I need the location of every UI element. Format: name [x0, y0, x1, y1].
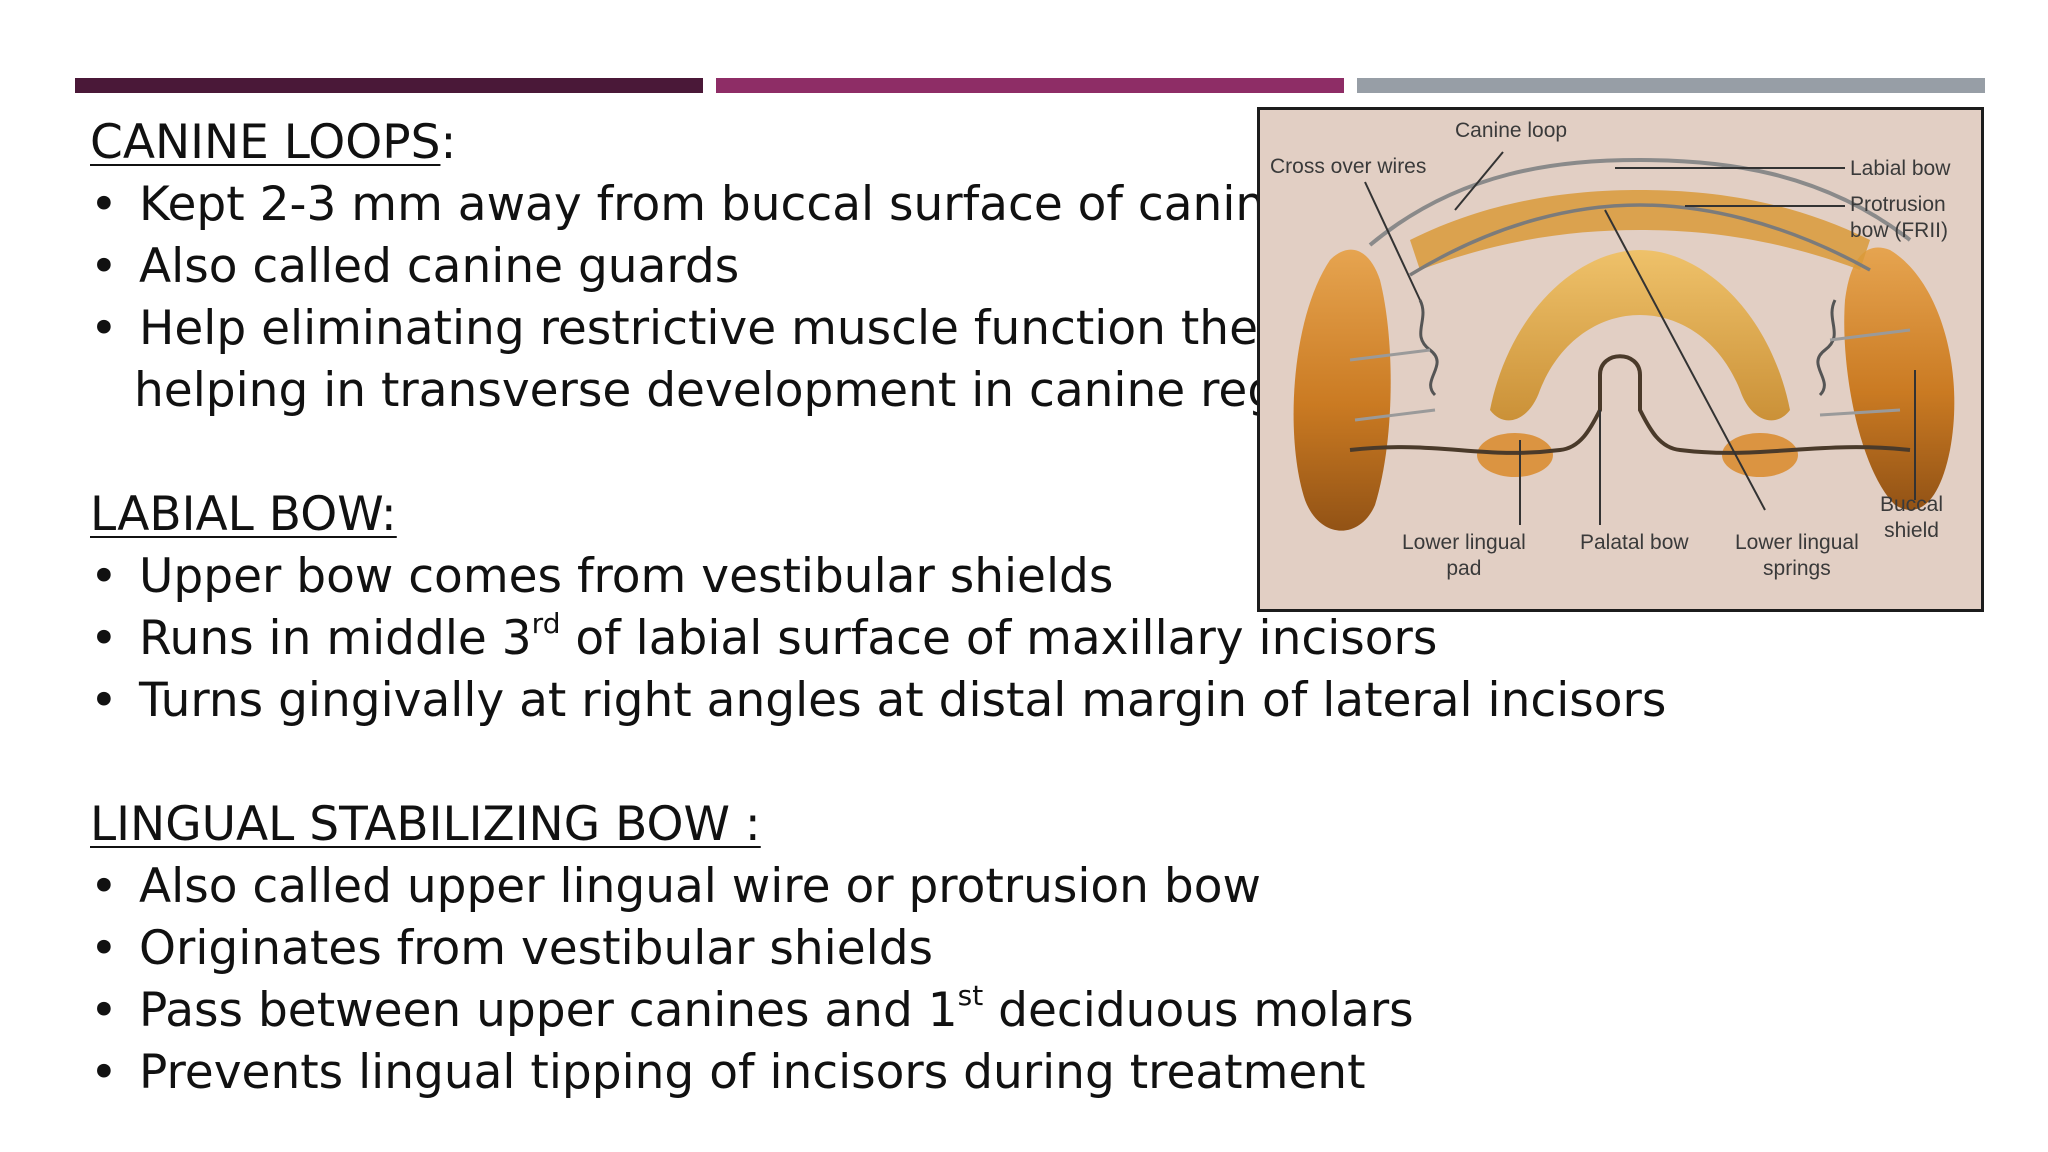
list-item: Originates from vestibular shields	[90, 918, 1650, 980]
heading-lingual-stabilizing-bow: LINGUAL STABILIZING BOW :	[90, 797, 761, 852]
list-item: Upper bow comes from vestibular shields	[90, 546, 1650, 608]
slide-content: CANINE LOOPS: Kept 2-3 mm away from bucc…	[90, 112, 1666, 1104]
palatal-acrylic	[1490, 250, 1790, 421]
label-palatal-bow: Palatal bow	[1580, 531, 1689, 554]
list-item: Also called upper lingual wire or protru…	[90, 856, 1650, 918]
palatal-bow-wire	[1349, 354, 1911, 455]
right-canine-loop-wire	[1816, 299, 1837, 397]
right-lower-lingual-pad	[1722, 433, 1798, 477]
appliance-illustration	[1293, 151, 1955, 531]
canine-loops-list: Kept 2-3 mm away from buccal surface of …	[90, 174, 1650, 360]
decorative-bar-magenta	[716, 78, 1344, 93]
protrusion-bow-wire	[1409, 203, 1871, 277]
label-lower-lingual-springs: Lower lingual springs	[1735, 531, 1859, 580]
labial-bow-list: Upper bow comes from vestibular shields …	[90, 546, 1666, 732]
decorative-bar-gray	[1357, 78, 1985, 93]
list-item: Prevents lingual tipping of incisors dur…	[90, 1042, 1650, 1104]
label-buccal-shield: Buccal shield	[1880, 493, 1944, 542]
list-item: Also called canine guards	[90, 236, 1650, 298]
heading-canine-loops: CANINE LOOPS:	[90, 115, 457, 170]
upper-acrylic-band	[1410, 190, 1870, 270]
left-canine-loop-wire	[1418, 299, 1439, 397]
label-canine-loop: Canine loop	[1455, 119, 1568, 142]
list-item-continuation: helping in transverse development in can…	[134, 363, 1349, 418]
label-lower-lingual-pad: Lower lingual pad	[1402, 531, 1526, 580]
heading-labial-bow: LABIAL BOW:	[90, 487, 397, 542]
left-lower-lingual-pad	[1477, 433, 1553, 477]
labial-bow-wire	[1368, 157, 1912, 247]
lingual-bow-list: Also called upper lingual wire or protru…	[90, 856, 1650, 1104]
label-cross-over-wires: Cross over wires	[1270, 155, 1427, 178]
left-buccal-shield	[1293, 249, 1391, 531]
list-item: Runs in middle 3rd of labial surface of …	[90, 608, 1650, 670]
decorative-bar-dark	[75, 78, 703, 93]
list-item: Turns gingivally at right angles at dist…	[90, 670, 1666, 732]
label-labial-bow: Labial bow	[1850, 157, 1951, 180]
list-item: Pass between upper canines and 1st decid…	[90, 980, 1650, 1042]
frankel-appliance-figure: Canine loop Cross over wires Labial bow …	[1257, 107, 1984, 612]
right-buccal-shield	[1844, 247, 1955, 510]
list-item: Kept 2-3 mm away from buccal surface of …	[90, 174, 1650, 236]
list-item: Help eliminating restrictive muscle func…	[90, 298, 1650, 360]
label-protrusion-bow: Protrusion bow (FRII)	[1850, 193, 1949, 242]
